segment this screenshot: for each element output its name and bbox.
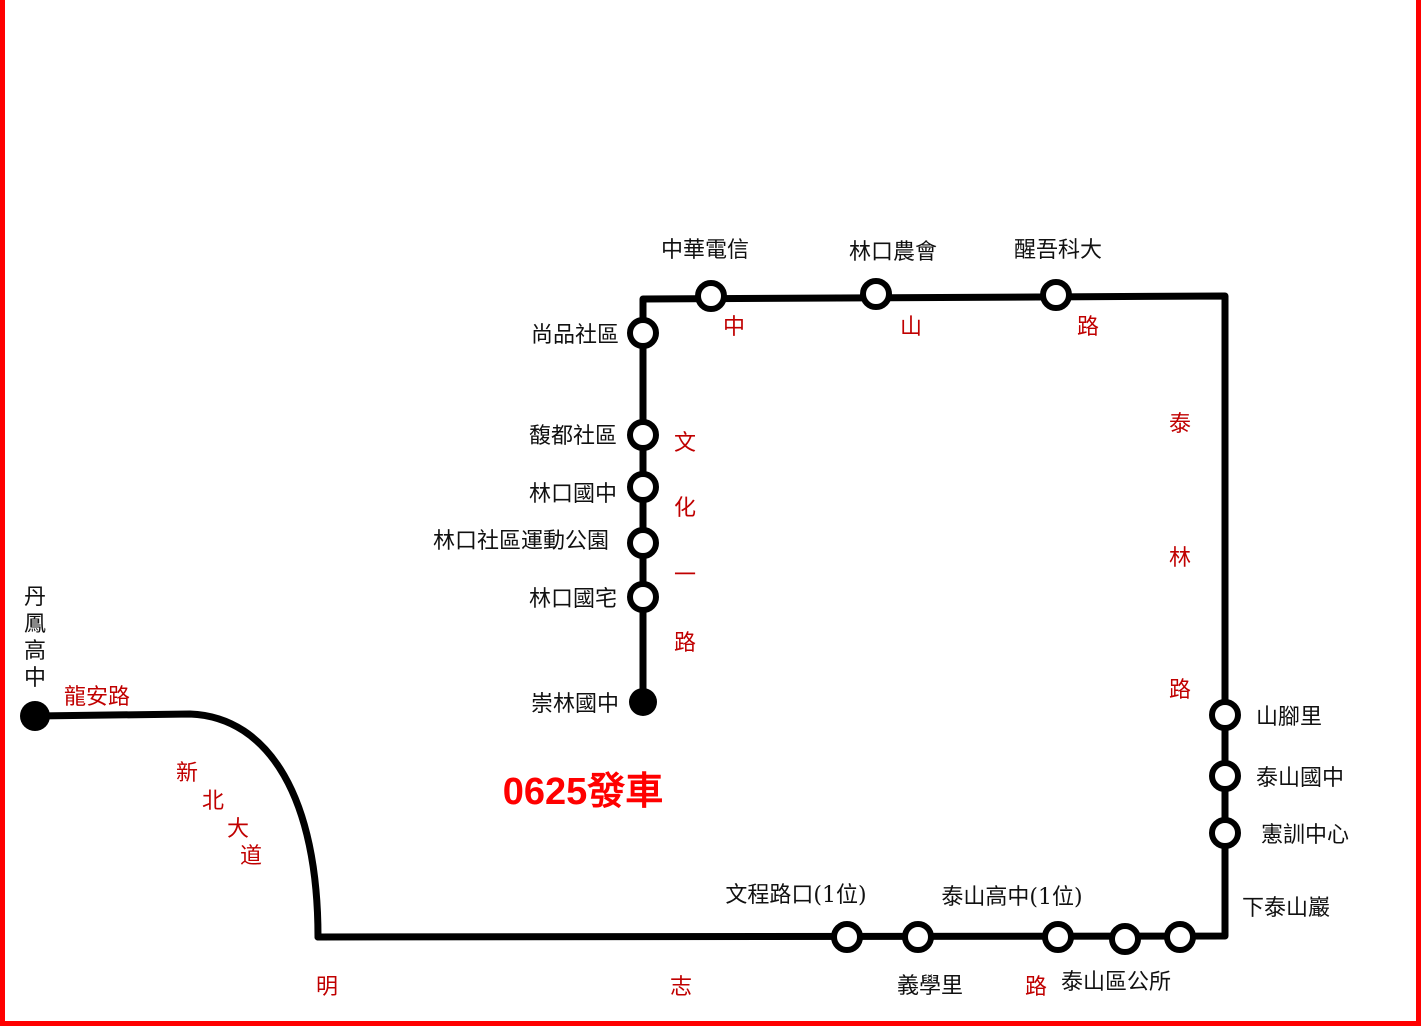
stop-label-xianxun: 憲訓中心 <box>1261 823 1349 848</box>
road-labels: 文 化 一 路 中 山 路 泰 林 路 明 志 路 新 北 大 道 龍安路 <box>64 315 1191 1000</box>
road-label-tailin-char-2: 林 <box>1169 546 1191 571</box>
road-label-tailin-char-3: 路 <box>1169 678 1191 703</box>
departure-time: 0625發車 <box>503 771 664 813</box>
stop-marker-xindu[interactable] <box>627 419 659 451</box>
stop-label-danfeng-char-2: 鳳 <box>24 612 46 637</box>
road-label-xinbei-char-1: 新 <box>176 761 198 786</box>
road-label-wenhua1-char-2: 化 <box>674 496 696 521</box>
stop-label-farmers: 林口農會 <box>849 240 937 265</box>
road-label-zhongshan-char-2: 山 <box>900 315 922 340</box>
route-segment-xinbei <box>32 710 322 941</box>
stop-marker-xiataishan[interactable] <box>1164 921 1196 953</box>
route-segment-main <box>314 292 1229 941</box>
stop-label-district-office: 泰山區公所 <box>1061 970 1171 995</box>
stop-label-mingchuan: 醒吾科大 <box>1014 238 1102 263</box>
stop-label-danfeng-char-1: 丹 <box>24 585 46 610</box>
stop-marker-shangpin[interactable] <box>627 317 659 349</box>
stop-label-wencheng: 文程路口(1位) <box>725 883 866 908</box>
road-label-zhongshan-char-1: 中 <box>723 315 745 340</box>
terminal-marker-danfeng[interactable] <box>20 701 50 731</box>
stops <box>20 278 1241 955</box>
road-label-wenhua1: 文 化 一 路 <box>674 431 696 656</box>
stop-marker-linkou-jh[interactable] <box>627 471 659 503</box>
stop-label-xiataishan: 下泰山巖 <box>1242 896 1330 921</box>
stop-label-danfeng-char-3: 高 <box>24 639 46 664</box>
stop-marker-guozhai[interactable] <box>627 581 659 613</box>
stop-marker-mingchuan[interactable] <box>1040 279 1072 311</box>
road-label-zhongshan-char-3: 路 <box>1077 315 1099 340</box>
stop-label-chonglin: 崇林國中 <box>531 692 619 717</box>
stop-label-taishan-hs: 泰山高中(1位) <box>941 885 1082 910</box>
road-label-wenhua1-char-1: 文 <box>674 431 696 456</box>
road-label-mingzhi-char-1: 明 <box>316 975 338 1000</box>
road-label-mingzhi: 明 志 路 <box>316 975 1047 1000</box>
stop-labels: 崇林國中 林口國宅 林口社區運動公園 林口國中 馥都社區 尚品社區 中華電信 林… <box>24 238 1349 999</box>
stop-label-yixue: 義學里 <box>897 974 963 999</box>
stop-marker-shanjiao[interactable] <box>1209 699 1241 731</box>
stop-marker-farmers[interactable] <box>860 278 892 310</box>
stop-label-park: 林口社區運動公園 <box>433 529 609 554</box>
road-label-xinbei-char-3: 大 <box>227 817 249 842</box>
terminal-marker-chonglin[interactable] <box>629 688 657 716</box>
road-label-xinbei-char-4: 道 <box>240 844 262 869</box>
stop-marker-yixue[interactable] <box>902 921 934 953</box>
stop-marker-taishan-hs[interactable] <box>1042 921 1074 953</box>
route-lines <box>32 292 1229 941</box>
road-label-xinbei-char-2: 北 <box>202 789 224 814</box>
road-label-xinbei: 新 北 大 道 <box>176 761 262 869</box>
stop-label-shangpin: 尚品社區 <box>531 323 619 348</box>
stop-label-cht: 中華電信 <box>661 238 749 263</box>
road-label-wenhua1-char-4: 路 <box>674 631 696 656</box>
stop-marker-cht[interactable] <box>695 280 727 312</box>
stop-marker-xianxun[interactable] <box>1209 817 1241 849</box>
stop-label-danfeng: 丹 鳳 高 中 <box>24 585 46 691</box>
road-label-tailin: 泰 林 路 <box>1169 412 1191 703</box>
road-label-wenhua1-char-3: 一 <box>674 563 696 588</box>
stop-marker-taishan-jh[interactable] <box>1209 760 1241 792</box>
stop-label-xindu: 馥都社區 <box>529 424 617 449</box>
road-label-longan: 龍安路 <box>64 685 130 710</box>
stop-label-guozhai: 林口國宅 <box>529 587 617 612</box>
road-label-tailin-char-1: 泰 <box>1169 412 1191 437</box>
stop-marker-park[interactable] <box>627 527 659 559</box>
road-label-mingzhi-char-2: 志 <box>670 975 692 1000</box>
road-label-zhongshan: 中 山 路 <box>723 315 1099 340</box>
stop-marker-district-office[interactable] <box>1109 923 1141 955</box>
stop-label-taishan-jh: 泰山國中 <box>1256 766 1344 791</box>
stop-label-linkou-jh: 林口國中 <box>529 482 617 507</box>
stop-label-shanjiao: 山腳里 <box>1256 705 1322 730</box>
stop-label-danfeng-char-4: 中 <box>24 666 46 691</box>
road-label-mingzhi-char-3: 路 <box>1025 975 1047 1000</box>
stop-marker-wencheng[interactable] <box>831 921 863 953</box>
